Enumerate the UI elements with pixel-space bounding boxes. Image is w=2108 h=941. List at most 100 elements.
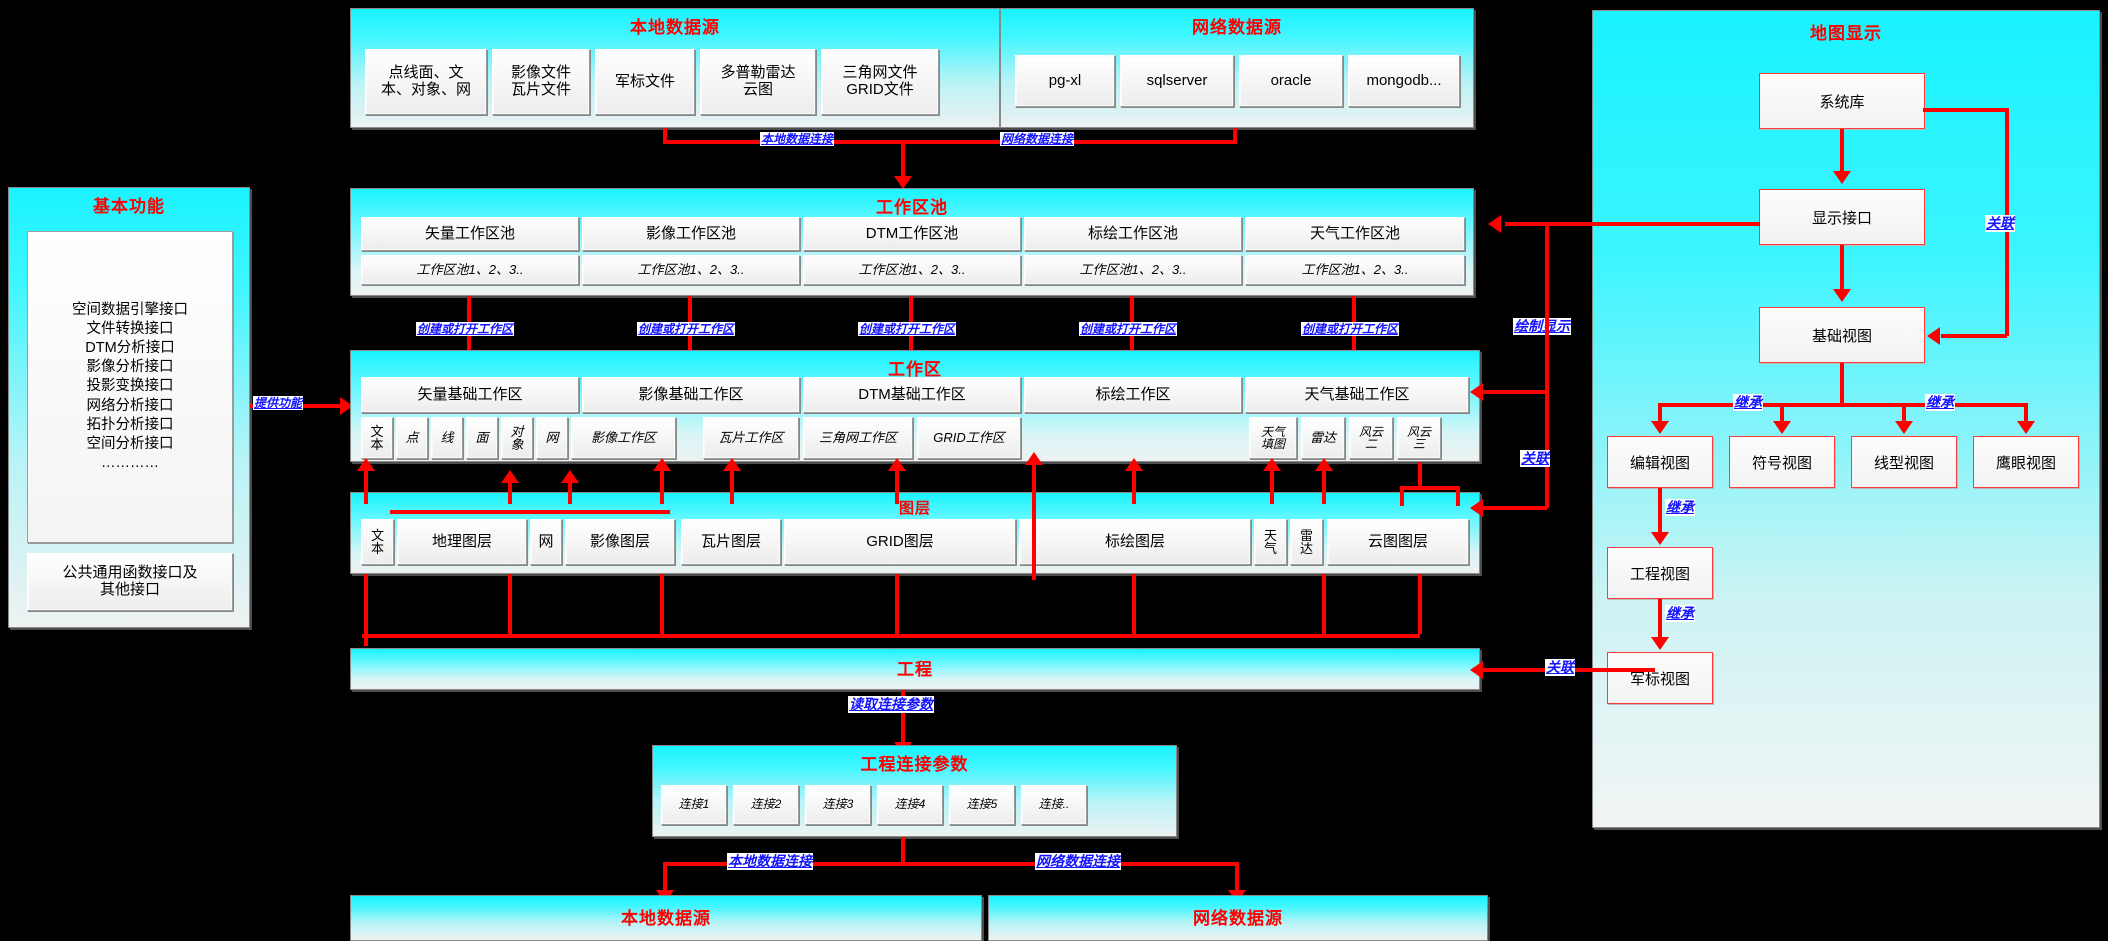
conn-param-5[interactable]: 连接.. (1021, 785, 1087, 825)
workspace-item-1[interactable]: 影像基础工作区 (582, 377, 800, 413)
local-source-item-0[interactable]: 点线面、文 本、对象、网 (365, 49, 487, 115)
layer-item-7[interactable]: 天 气 (1254, 519, 1287, 565)
workspace-sub-0[interactable]: 文 本 (361, 417, 393, 459)
pool-item-3[interactable]: 标绘工作区池 (1024, 217, 1242, 251)
basic-functions-panel: 基本功能 空间数据引擎接口 文件转换接口 DTM分析接口 影像分析接口 投影变换… (8, 187, 250, 628)
net-source-item-0[interactable]: pg-xl (1015, 55, 1115, 107)
workspace-sub-12[interactable]: 风云 二 (1349, 417, 1393, 459)
local-source-item-1[interactable]: 影像文件 瓦片文件 (492, 49, 590, 115)
workspace-item-4[interactable]: 天气基础工作区 (1245, 377, 1469, 413)
layer-item-8[interactable]: 雷 达 (1290, 519, 1323, 565)
layer-up-line-7 (1270, 462, 1274, 504)
engineering-view-box[interactable]: 工程视图 (1607, 547, 1713, 599)
layer-up-arrow-3 (653, 458, 671, 471)
local-data-source-top-title: 本地数据源 (630, 18, 720, 37)
params-down-stub (901, 837, 905, 864)
plot-up-line (1032, 462, 1036, 580)
net-source-item-1[interactable]: sqlserver (1120, 55, 1234, 107)
syslib-to-display-line (1840, 129, 1844, 173)
display-interface-box[interactable]: 显示接口 (1759, 189, 1925, 245)
local-source-item-2[interactable]: 军标文件 (595, 49, 695, 115)
workspace-sub-13[interactable]: 风云 三 (1397, 417, 1441, 459)
workspace-sub-2[interactable]: 线 (431, 417, 463, 459)
workspace-sub-10[interactable]: 天气 填图 (1249, 417, 1297, 459)
workspace-item-2[interactable]: DTM基础工作区 (803, 377, 1021, 413)
pool-item-4[interactable]: 天气工作区池 (1245, 217, 1465, 251)
workspace-sub-5[interactable]: 网 (536, 417, 568, 459)
interface-item-6: 拓扑分析接口 (86, 416, 174, 433)
network-data-source-top-title: 网络数据源 (1192, 18, 1282, 37)
layer-item-4[interactable]: 瓦片图层 (681, 519, 781, 565)
pool-subitem-0[interactable]: 工作区池1、2、3.. (361, 255, 579, 285)
workspace-item-0[interactable]: 矢量基础工作区 (361, 377, 579, 413)
fanout-drop-2 (1902, 403, 1906, 423)
edit-view-box[interactable]: 编辑视图 (1607, 436, 1713, 488)
layer-up-line-8 (1322, 462, 1326, 504)
workspace-pool-title: 工作区池 (876, 198, 948, 217)
eagleeye-view-box[interactable]: 鹰眼视图 (1973, 436, 2079, 488)
pool-subitem-3[interactable]: 工作区池1、2、3.. (1024, 255, 1242, 285)
layer-up-line-9b (1400, 486, 1404, 506)
military-view-box[interactable]: 军标视图 (1607, 652, 1713, 704)
workspace-sub-9[interactable]: GRID工作区 (917, 417, 1021, 459)
edit-to-eng-line (1658, 488, 1662, 534)
interface-item-5: 网络分析接口 (86, 397, 174, 414)
conn-param-4[interactable]: 连接5 (949, 785, 1015, 825)
layer-up-line-2 (568, 474, 572, 504)
pool-subitem-1[interactable]: 工作区池1、2、3.. (582, 255, 800, 285)
layer-item-6[interactable]: 标绘图层 (1019, 519, 1251, 565)
proj-up-line-0 (364, 574, 368, 646)
pool-item-2[interactable]: DTM工作区池 (803, 217, 1021, 251)
pool-subitem-2[interactable]: 工作区池1、2、3.. (803, 255, 1021, 285)
conn-param-0[interactable]: 连接1 (661, 785, 727, 825)
workspace-sub-11[interactable]: 雷达 (1301, 417, 1345, 459)
eng-to-mil-line (1658, 599, 1662, 639)
net-source-item-2[interactable]: oracle (1239, 55, 1343, 107)
conn-param-1[interactable]: 连接2 (733, 785, 799, 825)
project-params-panel: 工程连接参数 连接1 连接2 连接3 连接4 连接5 连接.. (652, 745, 1177, 837)
system-library-box[interactable]: 系统库 (1759, 73, 1925, 129)
workspace-sub-1[interactable]: 点 (396, 417, 428, 459)
common-function-interface-button[interactable]: 公共通用函数接口及 其他接口 (27, 553, 233, 611)
conn-param-3[interactable]: 连接4 (877, 785, 943, 825)
layer-item-9[interactable]: 云图图层 (1327, 519, 1469, 565)
workspace-sub-8[interactable]: 三角网工作区 (803, 417, 913, 459)
net-source-item-3[interactable]: mongodb... (1348, 55, 1460, 107)
interface-item-1: 文件转换接口 (86, 321, 174, 338)
draw-display-line (1505, 222, 1760, 226)
layer-item-3[interactable]: 影像图层 (565, 519, 675, 565)
draw-display-label: 绘制显示 (1513, 318, 1571, 335)
base-view-box[interactable]: 基础视图 (1759, 307, 1925, 363)
symbol-view-box[interactable]: 符号视图 (1729, 436, 1835, 488)
workspace-item-3[interactable]: 标绘工作区 (1024, 377, 1242, 413)
layer-item-0[interactable]: 文 本 (361, 519, 394, 565)
provide-func-arrow (340, 397, 353, 415)
workspace-sub-4[interactable]: 对 象 (501, 417, 533, 459)
assoc-label-mid: 关联 (1520, 450, 1550, 467)
local-conn-bottom-label: 本地数据连接 (727, 853, 813, 870)
layer-item-5[interactable]: GRID图层 (784, 519, 1016, 565)
conn-param-2[interactable]: 连接3 (805, 785, 871, 825)
pool-item-0[interactable]: 矢量工作区池 (361, 217, 579, 251)
workspace-panel: 工作区 矢量基础工作区 影像基础工作区 DTM基础工作区 标绘工作区 天气基础工… (350, 350, 1480, 462)
inherit-label-right: 继承 (1925, 394, 1955, 411)
network-data-source-bottom-title: 网络数据源 (1193, 909, 1283, 928)
inherit-label-left: 继承 (1733, 394, 1763, 411)
local-source-item-4[interactable]: 三角网文件 GRID文件 (821, 49, 939, 115)
fanout-arrow-0 (1651, 421, 1669, 434)
pool-subitem-4[interactable]: 工作区池1、2、3.. (1245, 255, 1465, 285)
workspace-sub-7[interactable]: 瓦片工作区 (703, 417, 799, 459)
interface-item-0: 空间数据引擎接口 (72, 301, 188, 318)
create-ws-label-2: 创建或打开工作区 (858, 322, 957, 336)
proj-up-line-2 (660, 574, 664, 634)
layer-bracket-geo (390, 510, 670, 514)
pool-item-1[interactable]: 影像工作区池 (582, 217, 800, 251)
interface-item-4: 投影变换接口 (86, 378, 174, 395)
layer-item-2[interactable]: 网 (530, 519, 562, 565)
local-source-item-3[interactable]: 多普勒雷达 云图 (700, 49, 816, 115)
workspace-sub-6[interactable]: 影像工作区 (571, 417, 676, 459)
read-params-label: 读取连接参数 (848, 696, 934, 713)
layer-item-1[interactable]: 地理图层 (397, 519, 527, 565)
linetype-view-box[interactable]: 线型视图 (1851, 436, 1957, 488)
workspace-sub-3[interactable]: 面 (466, 417, 498, 459)
